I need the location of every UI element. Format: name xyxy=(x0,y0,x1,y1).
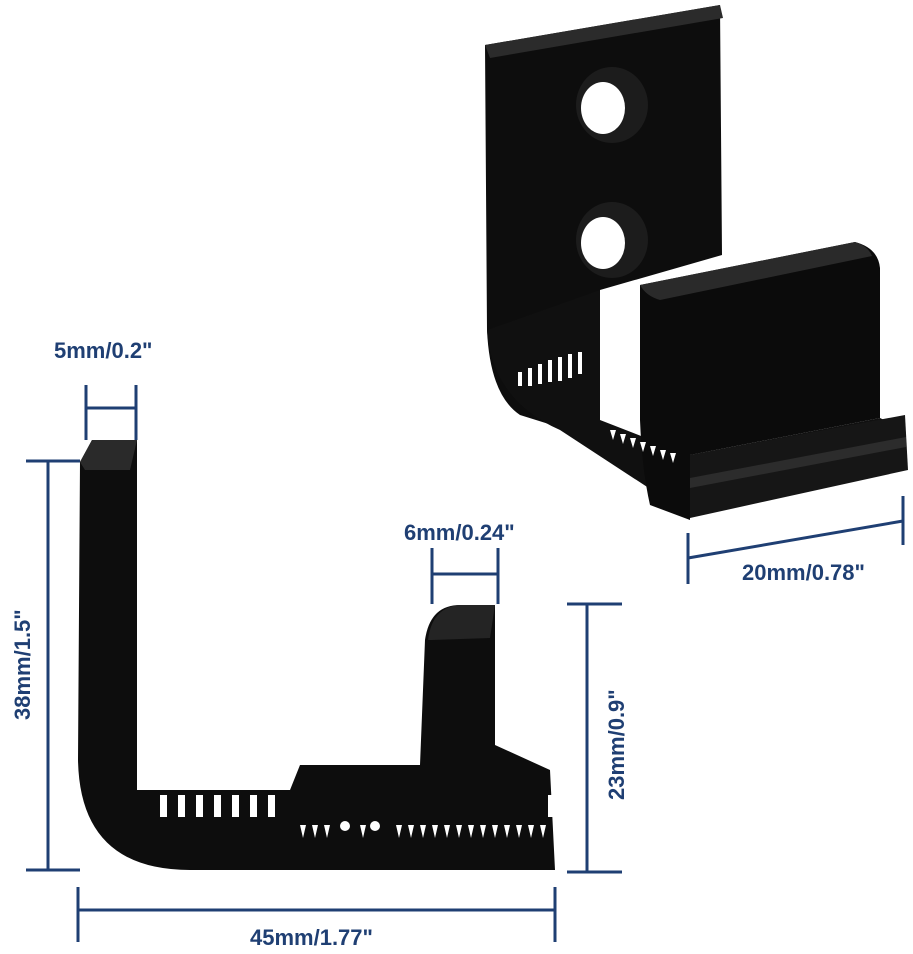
dim-total-width xyxy=(76,887,557,942)
dim-guide-thickness xyxy=(430,548,500,604)
mounting-hole-bottom-inner xyxy=(581,217,625,269)
dim-total-height xyxy=(26,459,80,872)
label-guide-thickness: 6mm/0.24" xyxy=(404,520,515,545)
mounting-hole-top-inner xyxy=(581,82,625,134)
profile-body xyxy=(78,440,555,870)
dim-depth xyxy=(686,496,905,584)
guide-rail xyxy=(640,242,880,520)
perspective-teeth xyxy=(518,352,582,386)
front-lip-groove xyxy=(690,437,906,488)
dim-guide-height xyxy=(567,602,622,874)
perspective-serration xyxy=(610,430,676,463)
profile-hole-left xyxy=(340,821,350,831)
profile-serration xyxy=(300,825,546,838)
profile-hole-right xyxy=(370,821,380,831)
label-total-width: 45mm/1.77" xyxy=(250,925,373,950)
label-wall-thickness: 5mm/0.2" xyxy=(54,338,152,363)
perspective-view xyxy=(485,5,908,520)
guide-rail-top xyxy=(640,242,872,300)
profile-teeth xyxy=(160,795,565,817)
label-depth: 20mm/0.78" xyxy=(742,560,865,585)
side-profile-view xyxy=(78,440,565,870)
dim-wall-thickness xyxy=(84,385,138,440)
label-total-height: 38mm/1.5" xyxy=(10,609,35,720)
profile-top-edge xyxy=(80,440,137,470)
label-guide-height: 23mm/0.9" xyxy=(604,689,629,800)
guide-top-edge xyxy=(428,605,495,640)
back-plate-edge xyxy=(485,5,723,58)
